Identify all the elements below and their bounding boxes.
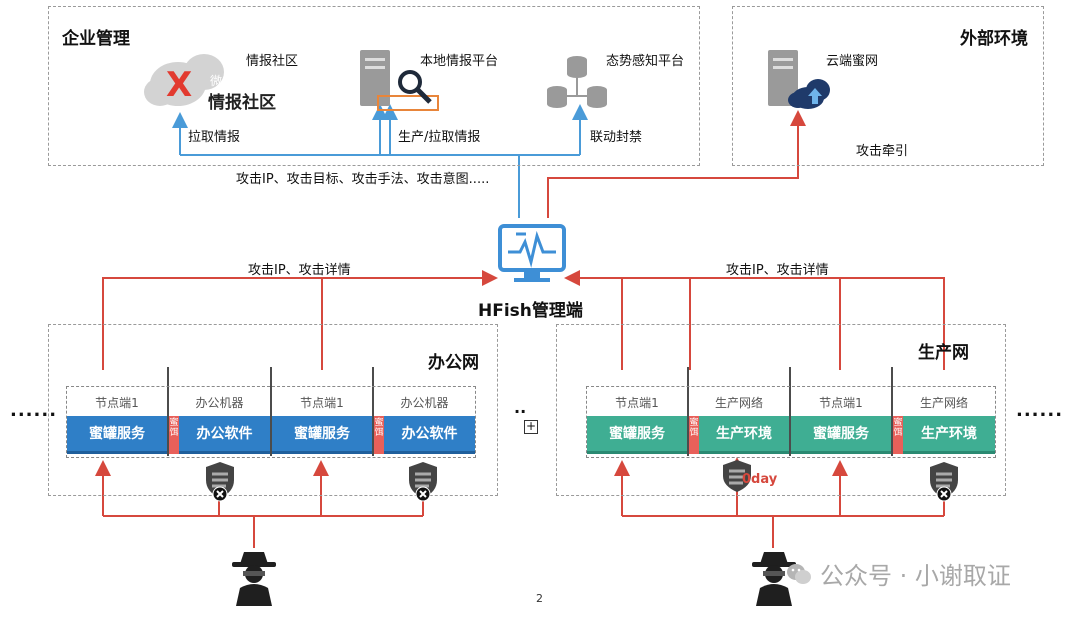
attack-info-label: 攻击IP、攻击目标、攻击手法、攻击意图..... bbox=[236, 172, 490, 187]
office-column-4: 办公机器 bbox=[400, 396, 449, 410]
production-environment-2[interactable]: 生产环境 bbox=[903, 416, 995, 454]
external-zone-title: 外部环境 bbox=[960, 29, 1028, 49]
office-node-group bbox=[66, 386, 476, 458]
enterprise-zone-title: 企业管理 bbox=[62, 29, 130, 49]
watermark-text: 公众号 · 小谢取证 bbox=[820, 562, 1011, 590]
production-node-group bbox=[586, 386, 996, 458]
office-bait-1[interactable]: 蜜饵 bbox=[169, 416, 179, 454]
ellipsis-middle: ·· bbox=[514, 402, 527, 421]
enterprise-zone bbox=[48, 6, 700, 166]
production-column-1: 节点端1 bbox=[615, 396, 659, 410]
intel-logo-mark: X bbox=[166, 65, 193, 105]
expand-icon[interactable]: + bbox=[524, 419, 538, 434]
attacker-icon bbox=[750, 548, 798, 606]
attacker-icon bbox=[230, 548, 278, 606]
office-bait-2[interactable]: 蜜饵 bbox=[374, 416, 384, 454]
cloud-server-icon bbox=[766, 48, 836, 114]
intel-community-label: 情报社区 bbox=[246, 54, 299, 69]
cloud-icon bbox=[144, 54, 224, 106]
shield-icon bbox=[719, 458, 755, 494]
office-honeypot-service-2[interactable]: 蜜罐服务 bbox=[272, 416, 372, 454]
production-environment-1[interactable]: 生产环境 bbox=[699, 416, 789, 454]
production-column-2: 生产网络 bbox=[714, 396, 763, 410]
office-column-2: 办公机器 bbox=[195, 396, 244, 410]
shield-blocked-icon bbox=[202, 460, 238, 502]
office-software-1[interactable]: 办公软件 bbox=[179, 416, 270, 454]
office-honeypot-service-1[interactable]: 蜜罐服务 bbox=[67, 416, 167, 454]
office-zone bbox=[48, 324, 498, 496]
production-bait-1[interactable]: 蜜饵 bbox=[689, 416, 699, 454]
office-column-1: 节点端1 bbox=[95, 396, 139, 410]
attack-lure-label: 攻击牵引 bbox=[856, 144, 909, 159]
zeroday-label: 0day bbox=[742, 472, 778, 487]
linkage-block-label: 联动封禁 bbox=[590, 130, 643, 145]
produce-pull-label: 生产/拉取情报 bbox=[398, 130, 481, 145]
production-zone bbox=[556, 324, 1006, 496]
shield-blocked-icon bbox=[405, 460, 441, 502]
intel-logo-small: 微步在线 bbox=[210, 74, 259, 88]
ellipsis-left: ...... bbox=[10, 400, 58, 421]
intel-logo-big: 情报社区 bbox=[208, 93, 276, 113]
production-bait-2[interactable]: 蜜饵 bbox=[893, 416, 903, 454]
shield-blocked-icon bbox=[926, 460, 962, 502]
production-zone-title: 生产网 bbox=[918, 343, 969, 363]
production-column-3: 节点端1 bbox=[819, 396, 863, 410]
production-honeypot-service-1[interactable]: 蜜罐服务 bbox=[587, 416, 687, 454]
office-zone-title: 办公网 bbox=[428, 353, 479, 373]
hfish-label: HFish管理端 bbox=[478, 301, 583, 321]
server-search-icon bbox=[358, 48, 444, 114]
production-report-label: 攻击IP、攻击详情 bbox=[726, 263, 829, 278]
wechat-icon bbox=[787, 563, 811, 584]
pull-intel-label: 拉取情报 bbox=[188, 130, 241, 145]
production-honeypot-service-2[interactable]: 蜜罐服务 bbox=[791, 416, 891, 454]
office-report-label: 攻击IP、攻击详情 bbox=[248, 263, 351, 278]
cloud-honeynet-label: 云端蜜网 bbox=[826, 54, 879, 69]
ellipsis-right: ...... bbox=[1016, 400, 1064, 421]
office-software-2[interactable]: 办公软件 bbox=[384, 416, 475, 454]
local-platform-label: 本地情报平台 bbox=[420, 54, 499, 69]
intel-community-logo: X 微步在线 情报社区 bbox=[142, 48, 282, 113]
production-column-4: 生产网络 bbox=[919, 396, 968, 410]
office-column-3: 节点端1 bbox=[300, 396, 344, 410]
monitor-icon[interactable] bbox=[496, 222, 568, 286]
page-number: 2 bbox=[536, 592, 543, 605]
external-zone bbox=[732, 6, 1044, 166]
situation-platform-label: 态势感知平台 bbox=[606, 54, 685, 69]
database-icon bbox=[545, 52, 609, 112]
watermark: 公众号 · 小谢取证 bbox=[786, 556, 1011, 591]
